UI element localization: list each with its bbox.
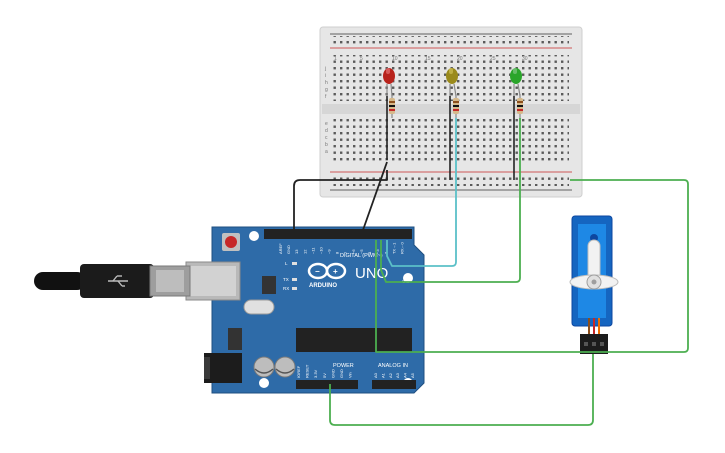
arduino-logo: − + — [307, 262, 347, 280]
pin-label: GND — [286, 245, 291, 254]
usb-icon — [108, 275, 128, 287]
reset-button[interactable] — [222, 233, 240, 251]
wire-gnd-1[interactable] — [293, 170, 388, 230]
led-l — [292, 262, 297, 265]
pin-label: A0 — [373, 372, 378, 378]
pin-label: TX→1 — [391, 242, 396, 254]
pin-label: 12 — [302, 249, 307, 254]
bb-col-20: 20 — [457, 56, 463, 62]
capacitor-1 — [253, 356, 275, 378]
red-led-resistor[interactable] — [389, 94, 395, 118]
pin-label: ~9 — [327, 249, 332, 254]
yellow-led-assembly[interactable] — [446, 68, 459, 118]
wire-5v-to-servo[interactable] — [329, 354, 594, 426]
arduino-uno-board[interactable]: − + ARDUINO UNO DIGITAL (PWM~) POWER ANA… — [185, 226, 425, 394]
bb-row-h: h — [325, 80, 328, 86]
arduino-logo-text: ARDUINO — [309, 283, 337, 289]
pin-label: Vin — [348, 372, 353, 378]
bb-row-i: i — [325, 73, 326, 79]
bb-col-30: 30 — [522, 56, 528, 62]
pin-label: A1 — [380, 372, 385, 378]
bb-row-b: b — [325, 142, 328, 148]
svg-text:−: − — [315, 267, 320, 276]
bb-row-a: a — [325, 149, 328, 155]
bb-row-d: d — [325, 128, 328, 134]
red-led-assembly[interactable] — [383, 68, 395, 118]
bb-row-g: g — [325, 87, 328, 93]
pin-label: ~6 — [351, 249, 356, 254]
pin-label: ~5 — [359, 249, 364, 254]
bb-row-f: f — [325, 94, 327, 100]
power-header-label: POWER — [333, 363, 354, 369]
bb-row-j: j — [324, 66, 326, 72]
digital-header[interactable] — [264, 229, 412, 239]
wires[interactable] — [293, 118, 689, 426]
pin-label: 4 — [367, 251, 372, 254]
green-led-resistor[interactable] — [517, 94, 523, 118]
bb-col-15: 15 — [425, 56, 431, 62]
power-jack[interactable] — [204, 353, 242, 383]
svg-text:+: + — [333, 267, 338, 276]
pin-label: RESET — [305, 364, 310, 378]
wire-yellow-led[interactable] — [386, 118, 457, 267]
led-l-label: L — [285, 261, 288, 266]
usb-cable[interactable] — [34, 264, 191, 298]
pin-label: GND — [330, 369, 335, 378]
pin-label: ~10 — [319, 246, 324, 254]
bb-col-25: 25 — [490, 56, 496, 62]
servo-motor[interactable] — [569, 215, 619, 354]
pin-label: 2 — [383, 251, 388, 254]
green-led-assembly[interactable] — [510, 68, 523, 118]
yellow-led-resistor[interactable] — [453, 94, 459, 118]
pin-label: RX←0 — [400, 241, 405, 254]
uno-brand-text: UNO — [355, 265, 388, 282]
pin-label: 13 — [294, 249, 299, 254]
wire-green-led[interactable] — [380, 118, 521, 283]
led-tx — [292, 278, 297, 281]
analog-header-label: ANALOG IN — [378, 363, 408, 369]
pin-label: ~3 — [375, 249, 380, 254]
capacitor-2 — [274, 356, 296, 378]
led-rx — [292, 287, 297, 290]
led-rx-label: RX — [283, 286, 289, 291]
breadboard[interactable]: 1 5 10 15 20 25 30 j i h g f e d c b a — [319, 26, 583, 198]
led-tx-label: TX — [283, 277, 289, 282]
analog-header[interactable] — [372, 380, 416, 389]
pin-label: 3.3V — [313, 369, 318, 378]
pin-label: GND — [339, 369, 344, 378]
pin-label: 8 — [335, 251, 340, 254]
pin-label: A2 — [388, 372, 393, 378]
pin-label: A4 — [403, 372, 408, 378]
bb-col-5: 5 — [360, 56, 363, 62]
atmega-chip — [296, 328, 412, 352]
bb-row-c: c — [325, 135, 328, 141]
power-header[interactable] — [296, 380, 358, 389]
digital-header-label: DIGITAL (PWM~) — [340, 253, 383, 259]
pin-label: 7 — [343, 251, 348, 254]
bb-col-1: 1 — [334, 56, 337, 62]
pin-label: A3 — [395, 372, 400, 378]
pin-label: IOREF — [296, 365, 301, 378]
pin-label: AREF — [278, 243, 283, 254]
wire-gnd-2[interactable] — [362, 161, 388, 231]
bb-col-10: 10 — [392, 56, 398, 62]
wire-rail-to-servo[interactable] — [375, 179, 689, 353]
bb-row-e: e — [325, 121, 328, 127]
pin-label: A5 — [410, 372, 415, 378]
pin-label: ~11 — [310, 247, 315, 254]
pin-label: 5V — [322, 373, 327, 378]
